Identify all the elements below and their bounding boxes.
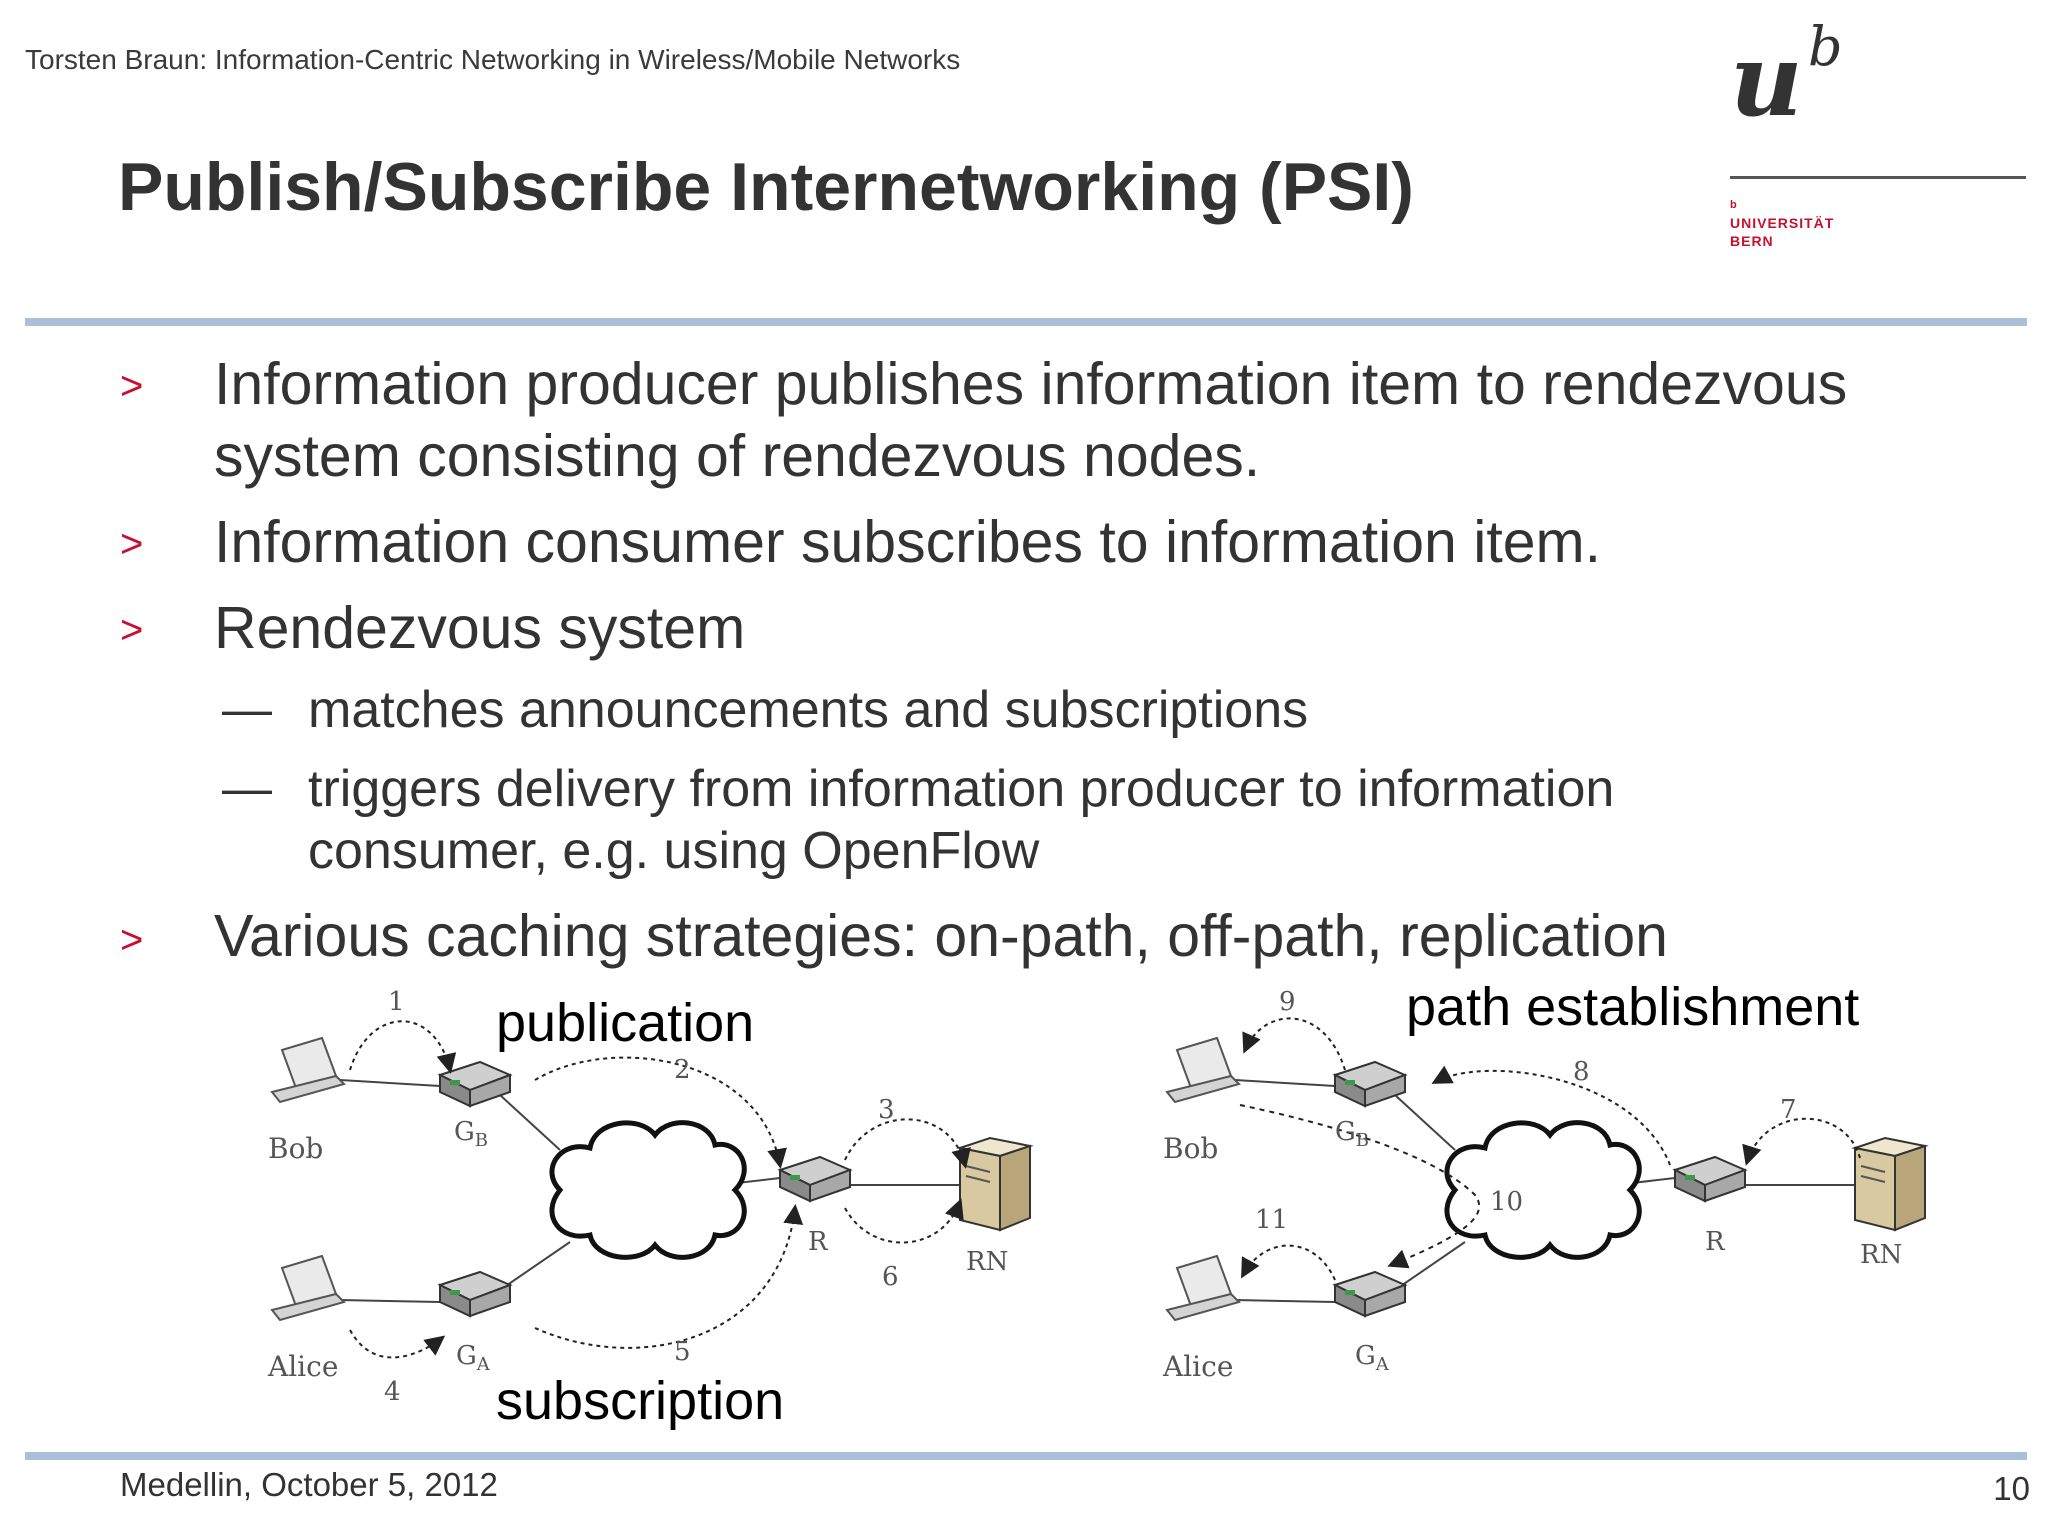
- router-icon: [1672, 1155, 1748, 1203]
- sub-bullet-marker: —: [222, 681, 272, 737]
- server-icon: [956, 1136, 1034, 1232]
- sub-bullet-line: consumer, e.g. using OpenFlow: [308, 822, 1040, 880]
- step-arrow: [844, 1198, 964, 1244]
- node-label-bob: Bob: [268, 1132, 323, 1165]
- step-arrow: [349, 1329, 446, 1359]
- publication-subscription-diagram: Bob GB Alice GA R RN 1 2 3 4 5 6: [267, 987, 1034, 1407]
- laptop-icon: [1165, 1036, 1241, 1104]
- sub-bullet-text: triggers delivery from information produ…: [308, 758, 1614, 882]
- sub-bullet-marker: —: [222, 760, 272, 816]
- link-line: [1394, 1094, 1456, 1151]
- bottom-rule: [25, 1452, 2027, 1460]
- laptop-icon: [1165, 1254, 1241, 1322]
- link-line: [1234, 1079, 1336, 1087]
- step-arrow: [349, 1020, 457, 1074]
- step-number: 10: [1490, 1187, 1523, 1217]
- server-icon: [1851, 1136, 1929, 1232]
- link-line: [1234, 1299, 1336, 1303]
- bullet-text: Rendezvous system: [214, 592, 745, 664]
- step-number: 5: [674, 1337, 691, 1367]
- logo-univ-line: BERN: [1730, 233, 1774, 249]
- path-establishment-diagram: Bob GB Alice GA R RN 7 8 9 10 11: [1162, 987, 1929, 1383]
- laptop-icon: [270, 1036, 346, 1104]
- node-label-ga: GA: [456, 1341, 491, 1375]
- top-rule: [25, 318, 2027, 326]
- network-cloud-icon: [549, 1120, 747, 1260]
- link-line: [1394, 1241, 1466, 1291]
- bullet-marker: >: [120, 522, 144, 566]
- step-number: 3: [878, 1095, 895, 1125]
- step-number: 4: [384, 1377, 401, 1407]
- subscription-label: subscription: [496, 1371, 785, 1431]
- link-line: [339, 1299, 441, 1303]
- node-label-rn: RN: [1860, 1240, 1902, 1270]
- step-number: 6: [882, 1262, 899, 1292]
- step-number: 7: [1780, 1095, 1797, 1125]
- step-number: 9: [1279, 987, 1296, 1017]
- step-arrow: [1431, 1065, 1671, 1166]
- publication-label: publication: [496, 993, 755, 1053]
- logo-letter: u: [1730, 21, 1803, 139]
- bullet-line: Information consumer subscribes to infor…: [214, 509, 1602, 575]
- sub-bullet-line: matches announcements and subscriptions: [308, 681, 1309, 739]
- step-number: 8: [1573, 1057, 1590, 1087]
- logo-univ-line: b: [1730, 199, 1738, 211]
- step-arrow: [844, 1118, 971, 1169]
- university-logo-text: b UNIVERSITÄT BERN: [1730, 196, 1834, 250]
- step-arrow: [534, 1056, 787, 1169]
- link-line: [499, 1241, 571, 1291]
- node-label-r: R: [808, 1227, 829, 1257]
- bullet-line: Information producer publishes informati…: [214, 351, 1848, 417]
- step-number: 2: [674, 1055, 691, 1085]
- router-icon: [437, 1060, 513, 1108]
- logo-superscript: b: [1808, 15, 1843, 78]
- network-cloud-icon: [1444, 1120, 1642, 1260]
- logo-divider: [1730, 176, 2026, 179]
- bullet-text: Information producer publishes informati…: [214, 348, 1847, 492]
- sub-bullet-line: triggers delivery from information produ…: [308, 760, 1615, 818]
- bullet-text: Various caching strategies: on-path, off…: [214, 900, 1668, 972]
- node-label-gb: GB: [1335, 1117, 1369, 1151]
- step-arrow: [534, 1204, 804, 1349]
- laptop-icon: [270, 1254, 346, 1322]
- node-label-ga: GA: [1355, 1341, 1390, 1375]
- step-number: 1: [388, 987, 405, 1017]
- node-label-rn: RN: [966, 1247, 1008, 1277]
- step-arrow: [1742, 1117, 1861, 1166]
- header-text: Torsten Braun: Information-Centric Netwo…: [25, 44, 961, 75]
- link-line: [499, 1094, 561, 1151]
- bullet-line: system consisting of rendezvous nodes.: [214, 423, 1261, 489]
- router-icon: [437, 1270, 513, 1318]
- logo-univ-line: UNIVERSITÄT: [1730, 215, 1835, 231]
- sub-bullet-text: matches announcements and subscriptions: [308, 679, 1308, 741]
- router-icon: [777, 1155, 853, 1203]
- link-line: [339, 1079, 441, 1087]
- page-number: 10: [1993, 1470, 2030, 1507]
- step-number: 11: [1255, 1205, 1288, 1235]
- bullet-line: Rendezvous system: [214, 595, 746, 661]
- router-icon: [1332, 1270, 1408, 1318]
- path-establishment-label: path establishment: [1406, 977, 1860, 1037]
- node-label-bob: Bob: [1163, 1132, 1218, 1165]
- footer-date: Medellin, October 5, 2012: [120, 1466, 498, 1503]
- router-icon: [1332, 1060, 1408, 1108]
- bullet-line: Various caching strategies: on-path, off…: [214, 903, 1668, 969]
- node-label-alice: Alice: [267, 1350, 338, 1383]
- node-label-r: R: [1705, 1227, 1726, 1257]
- slide-title: Publish/Subscribe Internetworking (PSI): [118, 149, 1414, 225]
- step-arrow: [1239, 1104, 1481, 1269]
- bullet-marker: >: [120, 608, 144, 652]
- bullet-marker: >: [120, 364, 144, 408]
- step-arrow: [1242, 1017, 1346, 1071]
- bullet-marker: >: [120, 918, 144, 962]
- bullet-text: Information consumer subscribes to infor…: [214, 506, 1601, 578]
- step-arrow: [1241, 1244, 1336, 1281]
- node-label-gb: GB: [454, 1117, 488, 1151]
- node-label-alice: Alice: [1162, 1350, 1233, 1383]
